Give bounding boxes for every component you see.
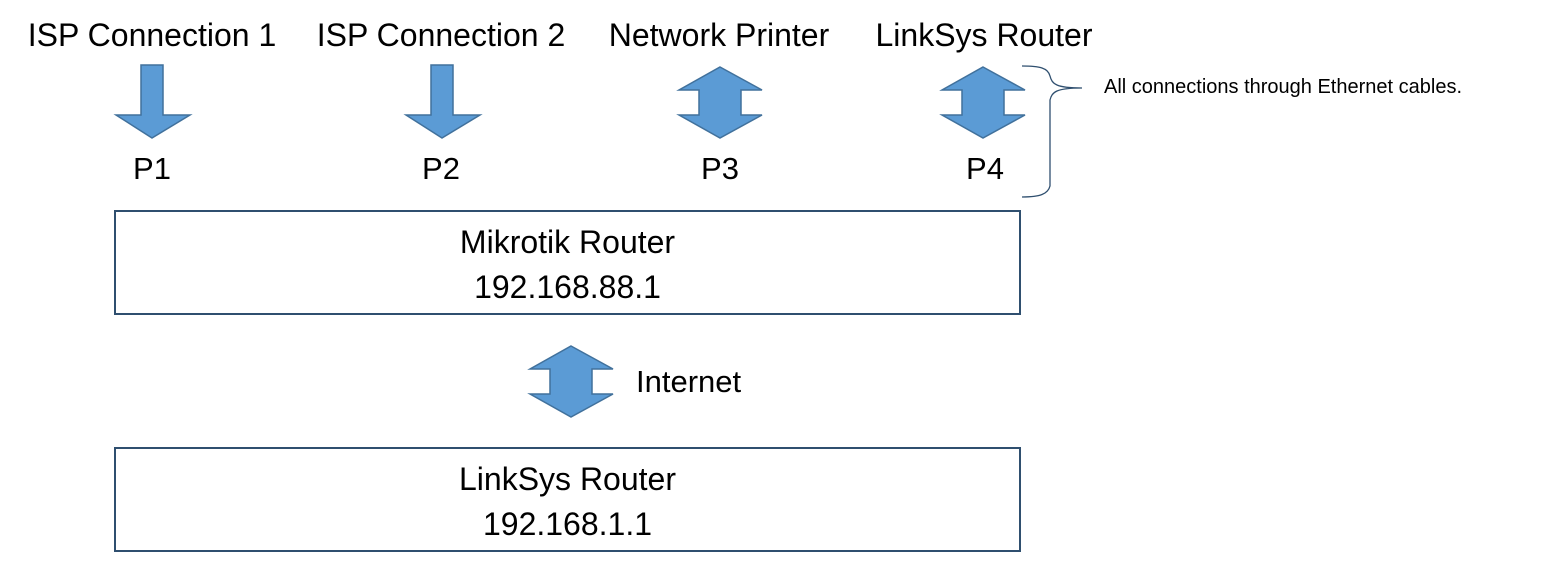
down-arrow-icon: [113, 64, 193, 139]
down-arrow-icon: [403, 64, 483, 139]
mikrotik-name: Mikrotik Router: [459, 224, 676, 260]
source-label-printer: Network Printer: [608, 17, 830, 53]
port-label-p3: P3: [701, 151, 739, 186]
port-label-p2: P2: [422, 151, 460, 186]
up-down-arrow-icon: [527, 345, 614, 418]
up-down-arrow-icon: [939, 66, 1026, 139]
mikrotik-ip: 192.168.88.1: [474, 269, 661, 305]
up-down-arrow-icon: [676, 66, 763, 139]
annotation-text: All connections through Ethernet cables.: [1104, 76, 1462, 98]
source-label-isp1: ISP Connection 1: [27, 17, 277, 53]
port-label-p1: P1: [133, 151, 171, 186]
linksys-name: LinkSys Router: [459, 461, 676, 497]
port-label-p4: P4: [966, 151, 1004, 186]
linksys-router-box: LinkSys Router 192.168.1.1: [114, 447, 1021, 552]
internet-label: Internet: [636, 364, 742, 399]
source-label-linksys: LinkSys Router: [875, 17, 1093, 53]
source-label-isp2: ISP Connection 2: [316, 17, 566, 53]
mikrotik-router-box: Mikrotik Router 192.168.88.1: [114, 210, 1021, 315]
linksys-ip: 192.168.1.1: [482, 506, 653, 542]
brace-icon: [1021, 65, 1083, 198]
